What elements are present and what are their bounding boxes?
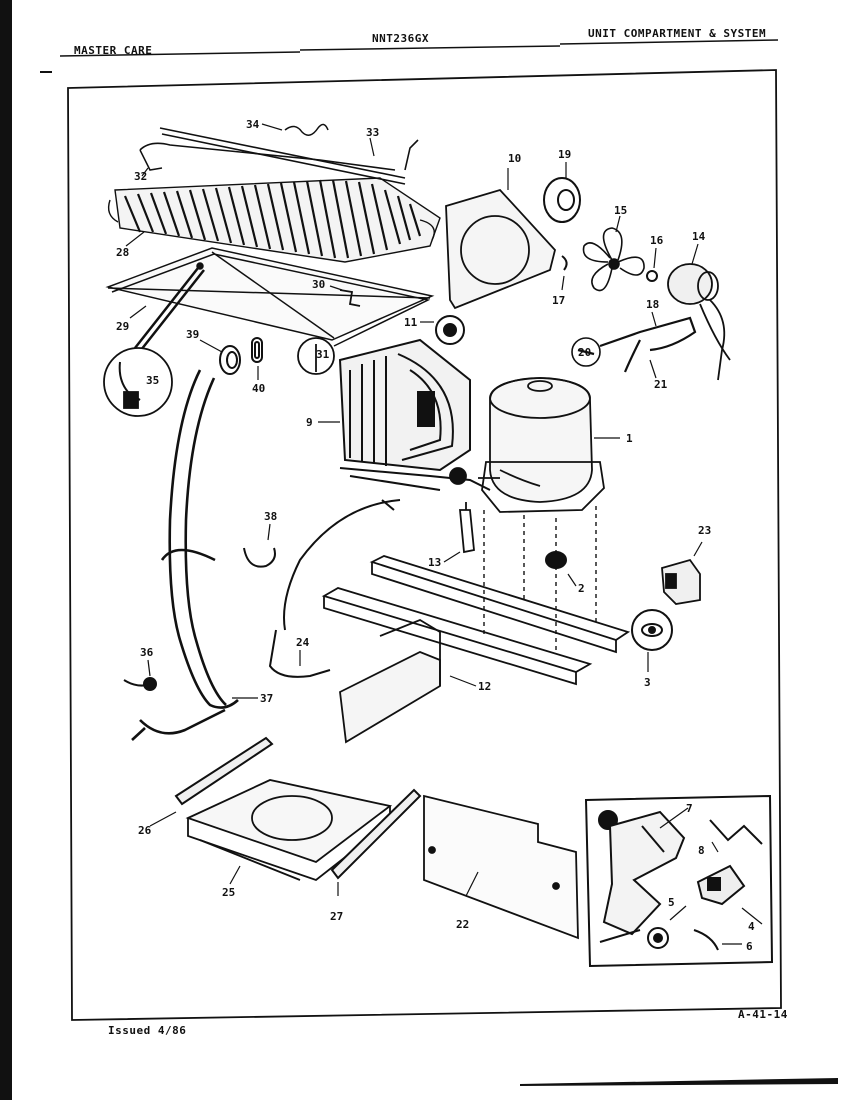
callout-24: 24 xyxy=(296,636,310,649)
callout-38: 38 xyxy=(264,510,277,523)
fan-shroud-10 xyxy=(445,188,556,310)
callout-37: 37 xyxy=(260,692,273,705)
panel-22 xyxy=(423,794,579,940)
section-title: UNIT COMPARTMENT & SYSTEM xyxy=(588,27,767,40)
callout-36: 36 xyxy=(140,646,154,659)
callout-23: 23 xyxy=(698,524,711,537)
model-label: NNT236GX xyxy=(372,32,429,45)
grommet-2 xyxy=(545,551,567,569)
detail-35 xyxy=(103,347,173,417)
grommet-11 xyxy=(435,315,465,345)
callout-13: 13 xyxy=(428,556,441,569)
callout-39: 39 xyxy=(186,328,199,341)
callout-20: 20 xyxy=(578,346,591,359)
callout-7: 7 xyxy=(686,802,693,815)
callout-16: 16 xyxy=(650,234,664,247)
nut-16 xyxy=(646,270,658,282)
fan-blade-15 xyxy=(582,227,645,292)
callout-28: 28 xyxy=(116,246,129,259)
header-rule-mid xyxy=(299,45,561,51)
callout-8: 8 xyxy=(698,844,705,857)
callout-34: 34 xyxy=(246,118,260,131)
callout-15: 15 xyxy=(614,204,627,217)
clamp-38 xyxy=(243,547,276,568)
mount-guides xyxy=(483,506,597,652)
diagram-frame xyxy=(67,69,782,1021)
callout-14: 14 xyxy=(692,230,706,243)
header-rule-right xyxy=(559,39,779,45)
condenser-9 xyxy=(338,338,491,491)
page-code-label: A-41-14 xyxy=(738,1008,788,1021)
fan-mount-19 xyxy=(543,177,581,223)
wire-harness-24 xyxy=(268,499,401,678)
clamp-36 xyxy=(123,677,157,691)
callout-12: 12 xyxy=(478,680,491,693)
tube-33 xyxy=(139,127,419,185)
drain-pan-25 xyxy=(185,779,393,882)
inset-detail-box xyxy=(584,794,774,968)
callout-10: 10 xyxy=(508,152,521,165)
drier-13 xyxy=(459,502,475,554)
callout-29: 29 xyxy=(116,320,129,333)
issued-label: Issued 4/86 xyxy=(108,1024,187,1037)
callout-6: 6 xyxy=(746,940,753,953)
bracket-27 xyxy=(330,788,422,880)
wire-34 xyxy=(284,123,329,136)
relay-23 xyxy=(661,558,701,605)
callout-25: 25 xyxy=(222,886,235,899)
clip-30 xyxy=(339,289,361,307)
leaders xyxy=(125,123,763,945)
fan-motor-14 xyxy=(667,263,731,381)
evaporator xyxy=(107,177,441,263)
bracket-26 xyxy=(174,736,274,806)
callout-18: 18 xyxy=(646,298,659,311)
callout-17: 17 xyxy=(552,294,565,307)
callout-9: 9 xyxy=(306,416,313,429)
callout-labels: 1 2 3 4 5 6 7 8 9 10 11 12 13 14 15 16 1… xyxy=(116,118,755,953)
detail-31 xyxy=(297,337,335,375)
callout-11: 11 xyxy=(404,316,418,329)
callout-32: 32 xyxy=(134,170,147,183)
callout-26: 26 xyxy=(138,824,152,837)
drain-tubes xyxy=(134,267,205,351)
header-rule-left xyxy=(59,51,301,57)
callout-30: 30 xyxy=(312,278,325,291)
callout-2: 2 xyxy=(578,582,585,595)
callout-1: 1 xyxy=(626,432,633,445)
callout-31: 31 xyxy=(316,348,330,361)
drip-tray-29 xyxy=(105,247,435,347)
bracket-32 xyxy=(139,149,163,171)
callout-22: 22 xyxy=(456,918,469,931)
callout-3: 3 xyxy=(644,676,651,689)
base-rails-12 xyxy=(321,555,631,744)
brand-label: MASTER CARE xyxy=(74,44,153,57)
callout-33: 33 xyxy=(366,126,379,139)
callout-19: 19 xyxy=(558,148,571,161)
grommet-40 xyxy=(251,337,263,363)
clip-17 xyxy=(561,255,568,271)
callout-27: 27 xyxy=(330,910,343,923)
grommet-39 xyxy=(219,345,241,375)
compressor-1 xyxy=(449,377,605,513)
footer-rule xyxy=(520,1078,838,1086)
callout-5: 5 xyxy=(668,896,675,909)
detail-3 xyxy=(631,609,673,651)
harness-18-21 xyxy=(571,316,697,373)
callout-35: 35 xyxy=(146,374,159,387)
callout-40: 40 xyxy=(252,382,265,395)
callout-21: 21 xyxy=(654,378,668,391)
scan-edge-bar xyxy=(0,0,12,1100)
drain-hose-37 xyxy=(131,369,239,741)
callout-4: 4 xyxy=(748,920,755,933)
